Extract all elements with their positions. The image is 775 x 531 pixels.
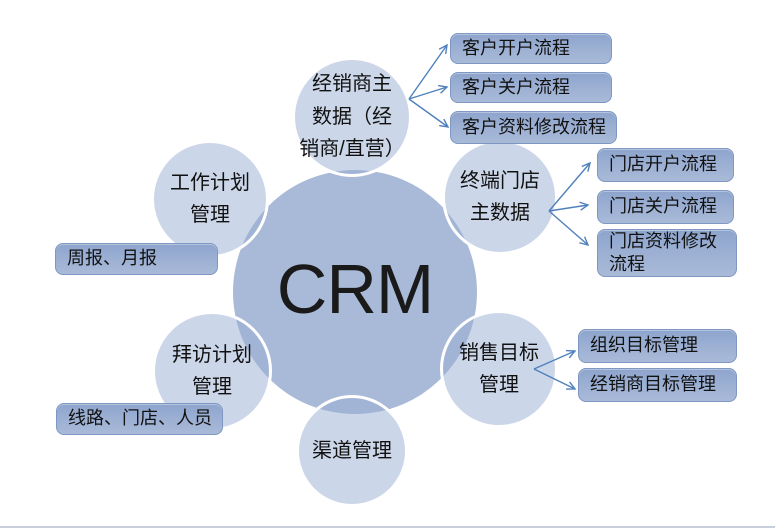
box-customer-info-modify: 客户资料修改流程 xyxy=(450,111,617,144)
box-label: 线路、门店、人员 xyxy=(68,408,212,429)
box-route-store-people: 线路、门店、人员 xyxy=(56,403,223,435)
circle-work-plan-mgmt: 工作计划 管理 xyxy=(151,140,269,258)
box-weekly-monthly-report: 周报、月报 xyxy=(55,243,218,275)
box-label: 客户开户流程 xyxy=(462,37,570,58)
box-label: 客户资料修改流程 xyxy=(462,116,606,137)
circle-dealer-master-data: 经销商主 数据（经 销商/直营） xyxy=(292,57,412,177)
box-label: 客户关户流程 xyxy=(462,76,570,97)
sales-target-mgmt-label: 销售目标 管理 xyxy=(459,341,539,396)
dealer-master-data-label: 经销商主 数据（经 销商/直营） xyxy=(299,73,405,161)
box-store-info-modify: 门店资料修改流程 xyxy=(597,229,737,277)
box-label: 门店关户流程 xyxy=(609,196,717,217)
circle-store-master-data: 终端门店 主数据 xyxy=(442,139,558,255)
arrow-dealer-to-close xyxy=(408,84,449,100)
store-master-data-label: 终端门店 主数据 xyxy=(460,169,540,224)
work-plan-mgmt-label: 工作计划 管理 xyxy=(170,171,250,226)
slide-footer-rule xyxy=(0,526,775,528)
box-label: 组织目标管理 xyxy=(590,335,698,356)
visit-plan-mgmt-label: 拜访计划 管理 xyxy=(172,343,252,398)
box-label: 周报、月报 xyxy=(67,248,157,269)
box-org-target-mgmt: 组织目标管理 xyxy=(578,329,737,363)
box-store-account-close: 门店关户流程 xyxy=(597,190,734,224)
circle-crm-center: CRM xyxy=(233,170,477,414)
arrow-dealer-to-open xyxy=(408,43,448,100)
box-label: 门店开户流程 xyxy=(609,154,717,175)
circle-sales-target-mgmt: 销售目标 管理 xyxy=(440,310,558,428)
box-store-account-open: 门店开户流程 xyxy=(597,148,734,182)
box-label: 门店资料修改流程 xyxy=(609,230,717,274)
channel-mgmt-label: 渠道管理 xyxy=(312,439,392,462)
crm-center-label: CRM xyxy=(276,250,434,328)
arrow-store-to-modify xyxy=(548,210,590,247)
box-dealer-target-mgmt: 经销商目标管理 xyxy=(578,368,737,402)
box-label: 经销商目标管理 xyxy=(590,374,716,395)
arrow-dealer-to-modify xyxy=(408,98,450,128)
box-customer-account-close: 客户关户流程 xyxy=(450,72,612,103)
box-customer-account-open: 客户开户流程 xyxy=(450,33,612,64)
circle-channel-mgmt: 渠道管理 xyxy=(296,395,408,507)
